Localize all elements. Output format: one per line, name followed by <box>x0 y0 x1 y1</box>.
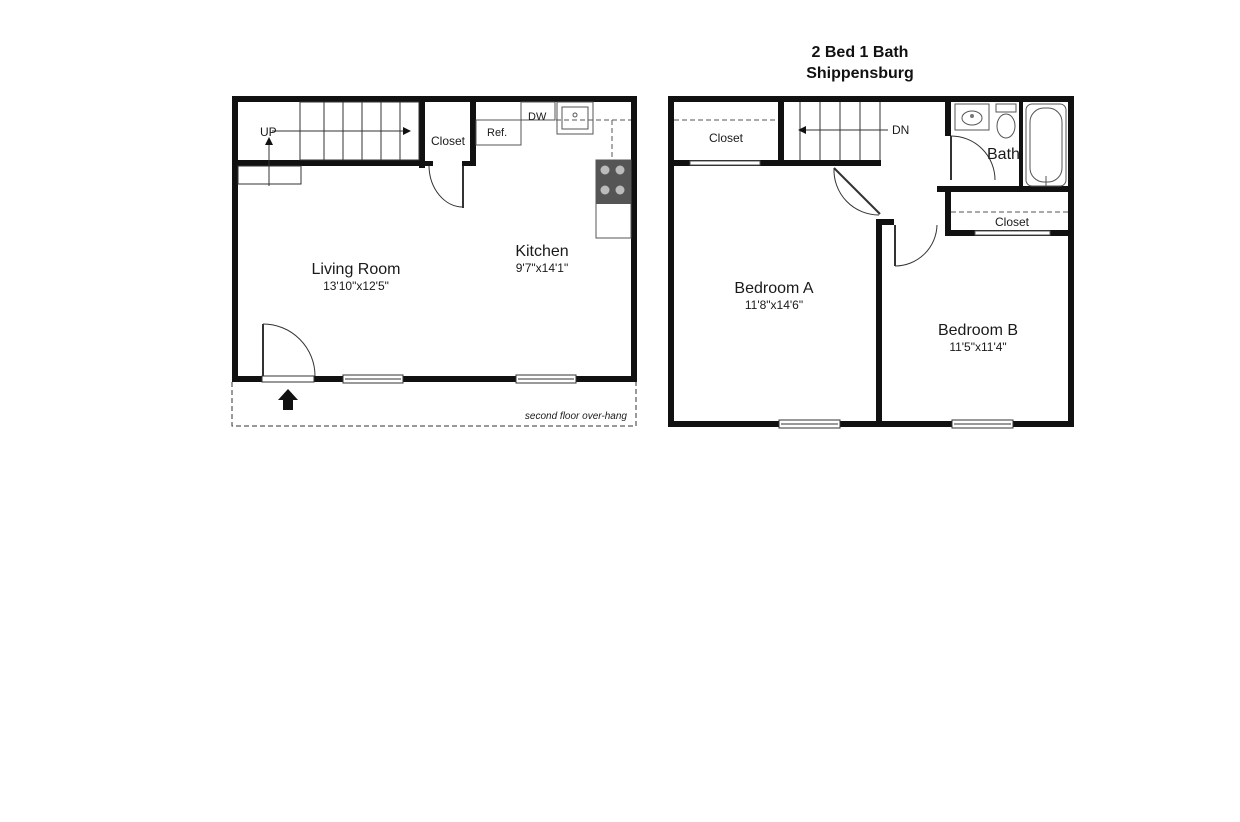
entry-arrow-icon <box>278 389 298 410</box>
stairs-down-label: DN <box>892 123 909 137</box>
stairs-down-arrow-icon <box>798 126 806 134</box>
closet-right-label: Closet <box>995 215 1030 229</box>
first-floor-walls <box>232 96 637 382</box>
stairs-down <box>799 102 888 160</box>
first-floor-windows <box>342 374 577 384</box>
bedroom-b-dims: 11'5"x11'4" <box>949 340 1006 354</box>
closet-sliding-doors <box>689 160 1051 236</box>
refrigerator-label: Ref. <box>487 127 507 139</box>
closet-door <box>428 165 464 208</box>
kitchen-dims: 9'7"x14'1" <box>516 261 568 275</box>
bath-label: Bath <box>987 146 1020 163</box>
living-room-label: Living Room <box>312 261 401 278</box>
bedroom-b-label: Bedroom B <box>938 322 1018 339</box>
dishwasher-label: DW <box>528 111 547 123</box>
bedroom-a-door <box>833 167 881 216</box>
closet-shelves <box>674 119 1068 213</box>
kitchen-label: Kitchen <box>515 243 568 260</box>
second-floor-windows <box>778 419 1014 429</box>
bedroom-b-door <box>894 224 938 267</box>
stove <box>596 160 631 204</box>
front-door <box>261 323 316 383</box>
bath-fixtures <box>954 103 1067 187</box>
second-floor: Closet DN Bath Closet Bedroom A 11'8"x14… <box>668 96 1074 429</box>
first-floor-closet-label: Closet <box>431 134 466 148</box>
overhang-note: second floor over-hang <box>525 411 628 422</box>
plan-title: 2 Bed 1 Bath Shippensburg <box>760 42 960 84</box>
plan-title-line1: 2 Bed 1 Bath <box>811 44 909 61</box>
first-floor: UP Closet Ref. DW Living Room 13'10"x12'… <box>231 96 637 427</box>
stairs-up <box>237 101 420 186</box>
living-room-dims: 13'10"x12'5" <box>323 279 389 293</box>
stairs-up-arrow-icon <box>265 137 273 145</box>
bath-door <box>950 135 996 181</box>
bedroom-a-label: Bedroom A <box>734 280 813 297</box>
stairs-up-label: UP <box>260 125 277 139</box>
bedroom-a-dims: 11'8"x14'6" <box>745 298 803 312</box>
faucet-icon <box>970 114 974 118</box>
closet-left-label: Closet <box>709 131 744 145</box>
kitchen-fixtures <box>475 101 632 239</box>
plan-title-line2: Shippensburg <box>806 65 914 82</box>
stairs-arrow-icon <box>403 127 411 135</box>
